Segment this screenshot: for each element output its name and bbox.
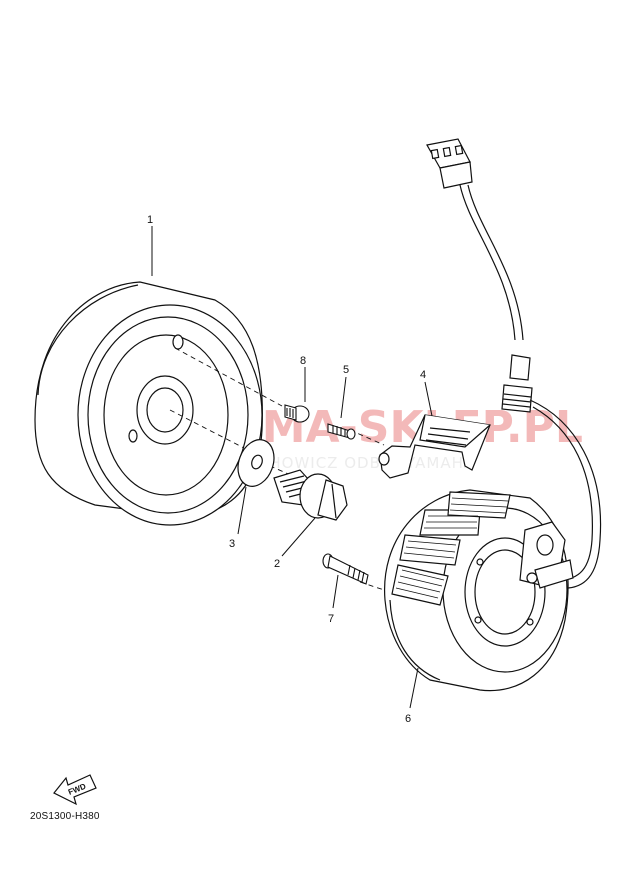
fwd-arrow-icon: FWD xyxy=(53,774,97,806)
leader-line-4 xyxy=(424,381,433,417)
callout-4: 4 xyxy=(420,369,426,381)
lead-holder-bracket-drawing xyxy=(378,414,491,479)
callout-8: 8 xyxy=(300,355,306,367)
leader-line-6 xyxy=(409,667,419,709)
callout-7: 7 xyxy=(328,613,334,625)
callout-2: 2 xyxy=(274,558,280,570)
stator-assembly-drawing xyxy=(384,489,574,692)
leader-line-3 xyxy=(237,486,247,535)
washer-drawing xyxy=(237,439,275,487)
diagram-code: 20S1300-H380 xyxy=(30,811,100,822)
leader-line-5 xyxy=(340,376,347,419)
stator-bolt-drawing xyxy=(322,553,369,585)
wire-harness-drawing xyxy=(459,184,602,589)
leader-line-7 xyxy=(332,574,339,609)
callout-5: 5 xyxy=(343,364,349,376)
coupler-connector-icon xyxy=(426,138,473,189)
flange-bolt-drawing xyxy=(273,469,348,521)
bind-screw-drawing xyxy=(284,404,310,423)
screw-drawing xyxy=(327,423,356,440)
callout-1: 1 xyxy=(147,214,153,226)
callout-6: 6 xyxy=(405,713,411,725)
callout-3: 3 xyxy=(229,538,235,550)
rotor-flywheel-drawing xyxy=(34,281,263,526)
leader-line-2 xyxy=(281,517,316,557)
